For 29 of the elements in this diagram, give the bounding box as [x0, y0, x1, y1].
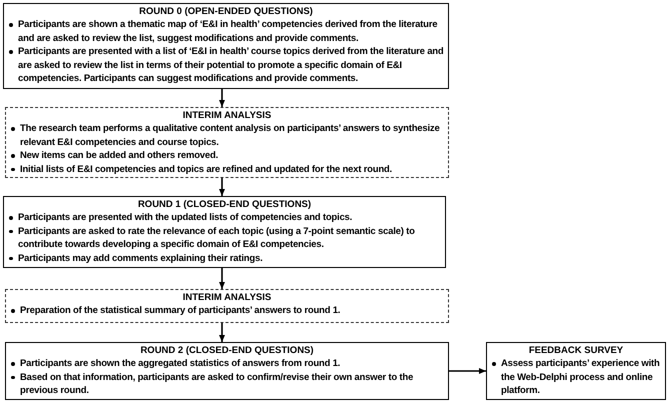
- bullet-text: Participants may add comments explaining their ratings.: [18, 252, 263, 265]
- bullet-text: New items can be added and others removed.: [20, 149, 218, 162]
- bullet-text: Initial lists of E&I competencies and topics are refined and updated for the next round.: [20, 162, 392, 176]
- process-box: [5, 342, 449, 400]
- process-box: [486, 342, 666, 400]
- bullet-text: Based on that information, participants are asked to confirm/revise their own answer to the previous round.: [20, 370, 414, 398]
- process-box: [3, 196, 446, 268]
- analysis-box: [5, 289, 449, 323]
- box-heading: ROUND 1 (CLOSED-END QUESTIONS): [136, 198, 312, 211]
- arrow: [219, 323, 225, 342]
- bullet-text: Participants are presented with a list of ‘E&I in health’ course topics derived from the literature and are asked to review the list in terms of their potential to promote a specific domain of E&I competencies. Participants can suggest modifications and provide comments.: [18, 45, 444, 86]
- box-heading: ROUND 0 (OPEN-ENDED QUESTIONS): [138, 5, 314, 18]
- arrow: [449, 368, 486, 374]
- bullet-text: Preparation of the statistical summary of participants’ answers to round 1.: [20, 304, 340, 318]
- arrow: [219, 89, 225, 107]
- analysis-box: [5, 107, 449, 178]
- bullet-text: Participants are presented with the updated lists of competencies and topics.: [18, 211, 352, 224]
- box-heading: INTERIM ANALYSIS: [182, 109, 272, 122]
- box-heading: FEEDBACK SURVEY: [528, 344, 624, 357]
- box-heading: ROUND 2 (CLOSED-END QUESTIONS): [139, 344, 315, 357]
- arrow: [219, 268, 225, 289]
- process-box: [3, 3, 449, 89]
- bullet-text: Participants are asked to rate the relevance of each topic (using a 7-point semantic scale) to contribute towards developing a specific domain of E&I competencies.: [18, 224, 416, 252]
- bullet-text: Participants are shown the aggregated statistics of answers from round 1.: [20, 357, 340, 370]
- arrow: [219, 178, 225, 196]
- bullet-text: The research team performs a qualitative content analysis on participants’ answers to synthesize relevant E&I competencies and course topics.: [20, 122, 441, 149]
- bullet-text: Assess participants’ experience with the Web-Delphi process and online platform.: [501, 357, 661, 398]
- box-heading: INTERIM ANALYSIS: [182, 291, 272, 304]
- bullet-text: Participants are shown a thematic map of ‘E&I in health’ competencies derived from the literature and are asked to review the list, suggest modifications and provide comments.: [18, 18, 438, 45]
